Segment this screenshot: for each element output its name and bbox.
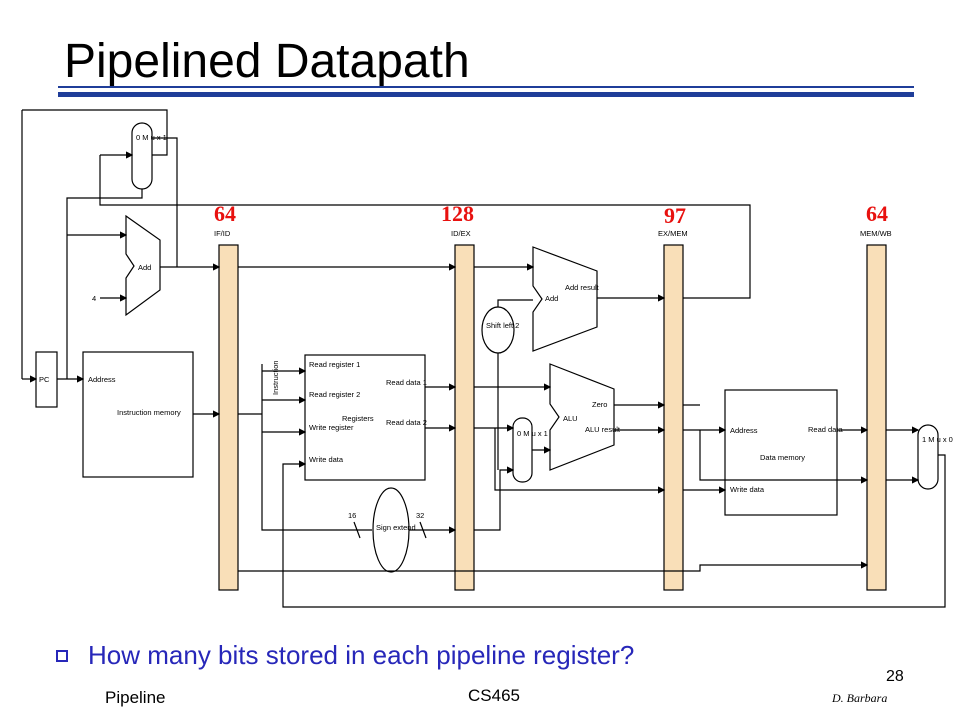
dmem-read-data-label: Read data: [808, 425, 843, 434]
read-reg2-label: Read register 2: [309, 390, 360, 399]
alu: [549, 363, 615, 471]
data-memory: [724, 389, 838, 516]
footer-center: CS465: [468, 686, 520, 705]
add-result-label: Add result: [565, 283, 600, 292]
read-data1-label: Read data 1: [386, 378, 427, 387]
square-bullet-icon: [56, 649, 68, 662]
write-data-label: Write data: [309, 455, 344, 464]
alu-mux-label: 0 M u x 1: [517, 429, 548, 438]
id-ex-register: [454, 244, 475, 591]
title-underline-thin: [58, 86, 914, 88]
pc-label: PC: [39, 375, 50, 384]
zero-label: Zero: [592, 400, 607, 409]
mem-wb-register: [866, 244, 887, 591]
ex-mem-name: EX/MEM: [658, 229, 688, 238]
if-id-register: [218, 244, 239, 591]
instruction-label: Instruction: [271, 360, 280, 395]
constant-4-label: 4: [92, 294, 96, 303]
read-reg1-label: Read register 1: [309, 360, 360, 369]
branch-adder: [532, 246, 598, 352]
footer-left: Pipeline: [105, 688, 166, 707]
dmem-write-data-label: Write data: [730, 485, 765, 494]
if-id-bit-count: 64: [214, 201, 236, 226]
alu-src-mux: [512, 417, 533, 483]
page-number: 28: [886, 668, 904, 685]
sign-extend-label: Sign extend: [376, 523, 416, 532]
id-ex-name: ID/EX: [451, 229, 471, 238]
alu-label: ALU: [563, 414, 578, 423]
wb-mux-label: 1 M u x 0: [922, 435, 953, 444]
ex-mem-bit-count: 97: [664, 203, 686, 228]
dmem-title-label: Data memory: [760, 453, 805, 462]
mem-wb-name: MEM/WB: [860, 229, 892, 238]
width-16-label: 16: [348, 511, 356, 520]
slide-title: Pipelined Datapath: [64, 35, 470, 88]
mem-wb-bit-count: 64: [866, 201, 888, 226]
footer-author: D. Barbara: [832, 691, 888, 705]
question-bullet: How many bits stored in each pipeline re…: [56, 640, 634, 671]
top-mux-label: 0 M u x 1: [136, 133, 167, 142]
imem-address-label: Address: [88, 375, 116, 384]
imem-title-label: Instruction memory: [117, 408, 181, 417]
register-file: [304, 354, 426, 481]
alu-result-label: ALU result: [585, 425, 621, 434]
ex-mem-register: [663, 244, 684, 591]
width-32-label: 32: [416, 511, 424, 520]
dmem-address-label: Address: [730, 426, 758, 435]
shift-left2-label: Shift left 2: [486, 321, 519, 330]
if-id-name: IF/ID: [214, 229, 231, 238]
read-data2-label: Read data 2: [386, 418, 427, 427]
write-reg-label: Write register: [309, 423, 354, 432]
id-ex-bit-count: 128: [441, 201, 474, 226]
writeback-mux: [917, 424, 939, 490]
question-text: How many bits stored in each pipeline re…: [88, 640, 635, 670]
branch-adder-label: Add: [545, 294, 558, 303]
registers-label: Registers: [342, 414, 374, 423]
shift-left-2: [481, 306, 515, 354]
pc-adder-label: Add: [138, 263, 151, 272]
title-underline: [58, 92, 914, 97]
